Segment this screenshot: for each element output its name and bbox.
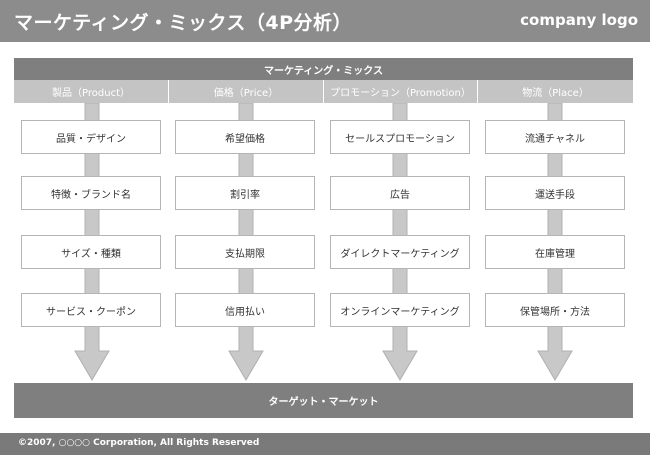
category-place: 物流（Place）	[478, 80, 633, 103]
item-place-1: 流通チャネル	[485, 120, 625, 154]
item-product-3: サイズ・種類	[21, 235, 161, 269]
target-market-bar: ターゲット・マーケット	[14, 383, 633, 418]
item-promotion-4: オンラインマーケティング	[330, 293, 470, 327]
category-promotion: プロモーション（Promotion）	[324, 80, 478, 103]
category-product: 製品（Product）	[14, 80, 169, 103]
item-product-1: 品質・デザイン	[21, 120, 161, 154]
item-price-4: 信用払い	[175, 293, 315, 327]
item-product-2: 特徴・ブランド名	[21, 176, 161, 210]
item-promotion-1: セールスプロモーション	[330, 120, 470, 154]
company-logo: company logo	[520, 11, 638, 29]
item-promotion-2: 広告	[330, 176, 470, 210]
copyright-text: ©2007, ○○○○ Corporation, All Rights Rese…	[18, 438, 260, 448]
item-place-3: 在庫管理	[485, 235, 625, 269]
item-promotion-3: ダイレクトマーケティング	[330, 235, 470, 269]
marketing-mix-bar: マーケティング・ミックス	[14, 58, 633, 80]
item-product-4: サービス・クーポン	[21, 293, 161, 327]
item-price-3: 支払期限	[175, 235, 315, 269]
item-place-2: 運送手段	[485, 176, 625, 210]
item-price-2: 割引率	[175, 176, 315, 210]
category-price: 価格（Price）	[169, 80, 324, 103]
header-bar: マーケティング・ミックス（4P分析） company logo	[0, 0, 650, 42]
page-title: マーケティング・ミックス（4P分析）	[14, 12, 353, 34]
footer-bar: ©2007, ○○○○ Corporation, All Rights Rese…	[0, 433, 650, 455]
item-price-1: 希望価格	[175, 120, 315, 154]
item-place-4: 保管場所・方法	[485, 293, 625, 327]
